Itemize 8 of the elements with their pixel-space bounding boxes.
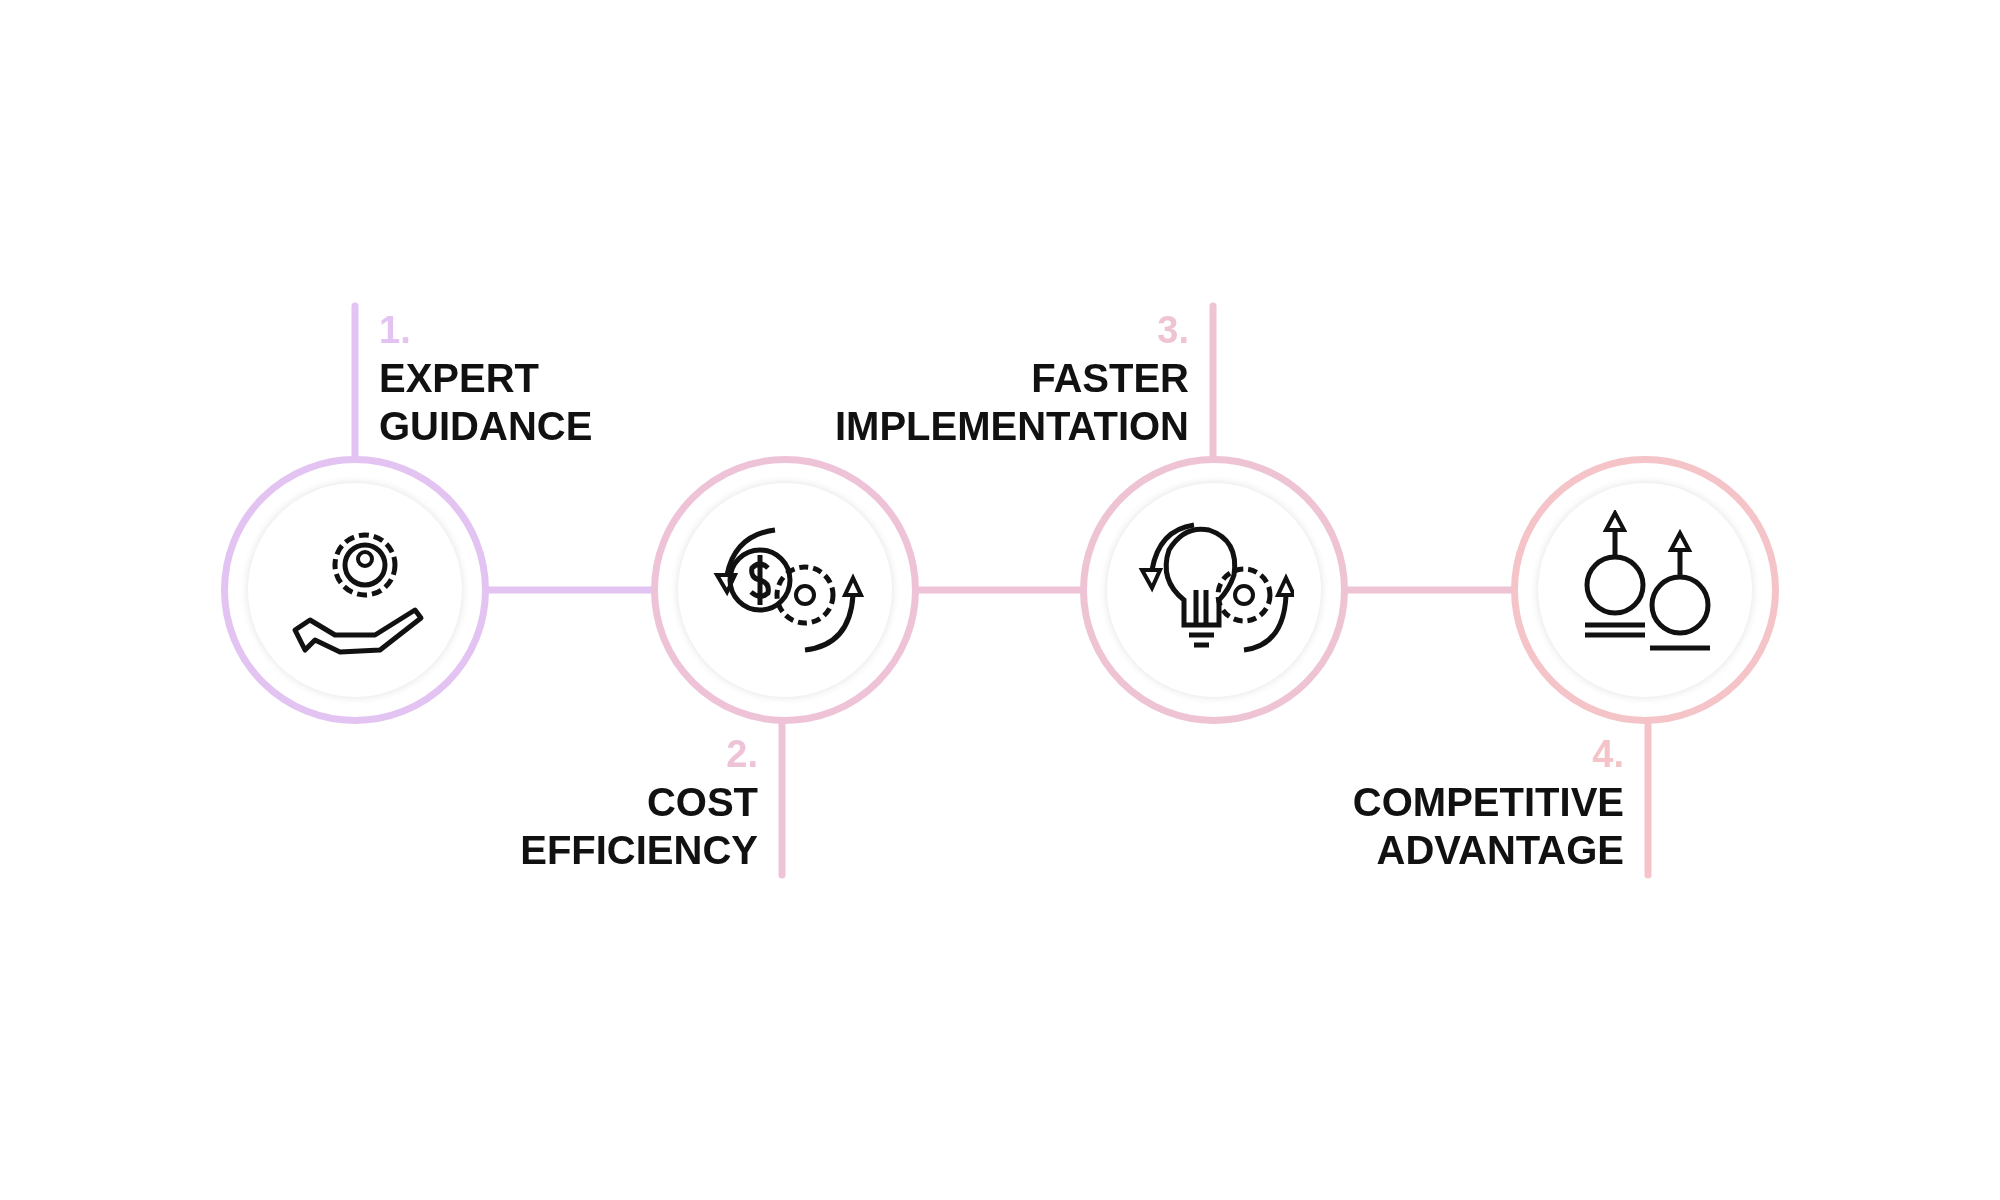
step-title: COST EFFICIENCY xyxy=(519,779,758,874)
step-number: 1. xyxy=(379,308,412,353)
step-title: FASTER IMPLEMENTATION xyxy=(833,355,1189,450)
step-number: 4. xyxy=(1591,732,1624,777)
step-title: EXPERT GUIDANCE xyxy=(379,355,594,450)
step-title: COMPETITIVE ADVANTAGE xyxy=(1351,779,1624,874)
step-number: 3. xyxy=(1156,308,1189,353)
step-number: 2. xyxy=(725,732,758,777)
